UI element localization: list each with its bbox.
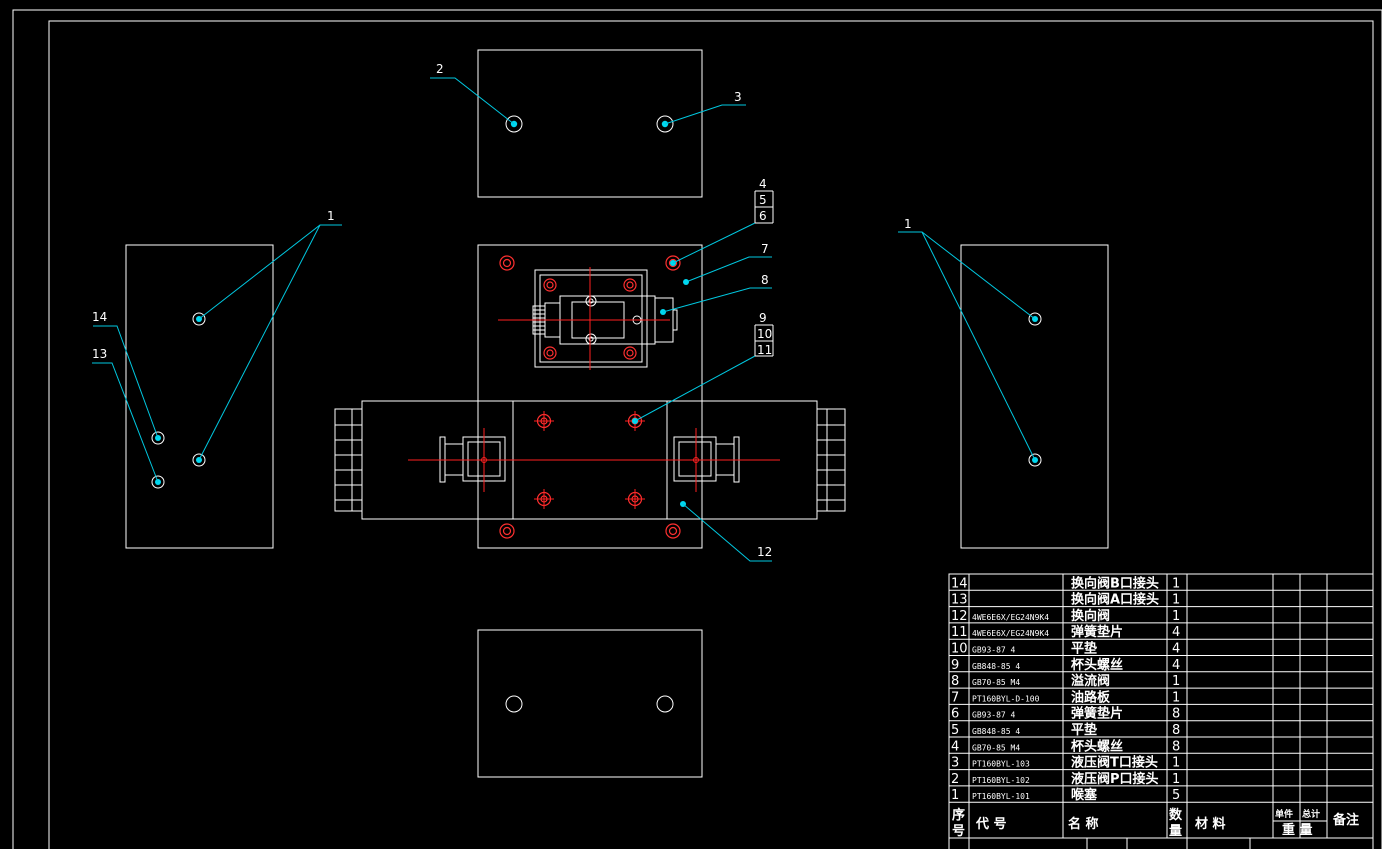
header-unit-mass: 单件 bbox=[1275, 808, 1293, 820]
bom-item-no: 14 bbox=[951, 576, 968, 591]
balloon-12: 12 bbox=[757, 545, 772, 559]
bom-item-code: PT160BYL-102 bbox=[972, 776, 1030, 785]
bom-item-no: 6 bbox=[951, 707, 959, 722]
balloon-5: 5 bbox=[759, 193, 767, 207]
header-material: 材 料 bbox=[1195, 816, 1226, 832]
bom-item-code: 4WE6E6X/EG24N9K4 bbox=[972, 629, 1049, 638]
bom-item-name: 杯头螺丝 bbox=[1071, 738, 1123, 754]
header-qty-top: 数 bbox=[1169, 807, 1183, 823]
balloon-4: 4 bbox=[759, 177, 767, 191]
inner-frame bbox=[48, 20, 1374, 849]
bom-item-qty: 8 bbox=[1172, 739, 1180, 754]
bom-item-code: GB848-85 4 bbox=[972, 727, 1020, 736]
bom-item-qty: 1 bbox=[1172, 756, 1180, 771]
header-remark: 备注 bbox=[1332, 812, 1359, 828]
bom-item-qty: 4 bbox=[1172, 658, 1180, 673]
bom-item-no: 11 bbox=[951, 625, 968, 640]
header-mass: 重 量 bbox=[1282, 822, 1313, 838]
bom-item-code: GB70-85 M4 bbox=[972, 678, 1020, 687]
bom-item-no: 3 bbox=[951, 756, 959, 771]
bom-item-code: PT160BYL-D-100 bbox=[972, 694, 1040, 703]
bom-item-no: 1 bbox=[951, 788, 959, 803]
bom-item-qty: 1 bbox=[1172, 690, 1180, 705]
header-no-top: 序 bbox=[952, 807, 965, 823]
bom-item-no: 5 bbox=[951, 723, 959, 738]
bom-item-no: 2 bbox=[951, 772, 959, 787]
balloon-stack-9-11 bbox=[754, 324, 774, 357]
relief-valve bbox=[498, 267, 678, 370]
bom-item-no: 13 bbox=[951, 593, 968, 608]
balloon-3: 3 bbox=[734, 90, 742, 104]
bom-item-name: 液压阀T口接头 bbox=[1071, 755, 1158, 771]
bom-item-qty: 4 bbox=[1172, 625, 1180, 640]
bom-item-qty: 1 bbox=[1172, 772, 1180, 787]
bom-item-no: 9 bbox=[951, 658, 959, 673]
bom-item-code: GB93-87 4 bbox=[972, 646, 1016, 655]
balloon-14: 14 bbox=[92, 310, 107, 324]
bom-item-name: 换向阀A口接头 bbox=[1071, 592, 1159, 608]
bom-item-code: PT160BYL-103 bbox=[972, 760, 1030, 769]
bom-item-name: 换向阀B口接头 bbox=[1071, 575, 1159, 591]
bottom-port-plate bbox=[477, 629, 703, 778]
bom-item-qty: 1 bbox=[1172, 576, 1180, 591]
balloon-9: 9 bbox=[759, 311, 767, 325]
bom-item-no: 7 bbox=[951, 690, 959, 705]
bom-item-name: 平垫 bbox=[1071, 641, 1097, 657]
balloon-11: 11 bbox=[757, 343, 772, 357]
bom-item-name: 喉塞 bbox=[1071, 787, 1098, 803]
bom-item-no: 10 bbox=[951, 642, 968, 657]
manifold-block bbox=[477, 244, 703, 549]
bom-item-code: PT160BYL-101 bbox=[972, 792, 1030, 801]
balloon-7: 7 bbox=[761, 242, 769, 256]
bom-item-no: 4 bbox=[951, 739, 959, 754]
balloon-10: 10 bbox=[757, 327, 772, 341]
bom-item-qty: 1 bbox=[1172, 674, 1180, 689]
header-no-bottom: 号 bbox=[952, 824, 965, 839]
bom-item-name: 液压阀P口接头 bbox=[1071, 771, 1159, 787]
bom-item-code: GB848-85 4 bbox=[972, 662, 1020, 671]
bom-item-qty: 4 bbox=[1172, 642, 1180, 657]
balloon-6: 6 bbox=[759, 209, 767, 223]
bom-item-name: 平垫 bbox=[1071, 722, 1097, 738]
bom-item-qty: 1 bbox=[1172, 609, 1180, 624]
header-name: 名 称 bbox=[1068, 816, 1099, 832]
bom-item-name: 换向阀 bbox=[1071, 608, 1110, 624]
header-qty-bottom: 量 bbox=[1169, 824, 1182, 839]
bom-item-no: 12 bbox=[951, 609, 968, 624]
bom-item-name: 弹簧垫片 bbox=[1071, 624, 1123, 640]
balloon-1-right: 1 bbox=[904, 217, 912, 231]
left-side-plate bbox=[125, 244, 274, 549]
top-port-plate bbox=[477, 49, 703, 198]
balloon-stack-4-6 bbox=[754, 190, 774, 224]
directional-valve bbox=[334, 400, 846, 520]
bom-item-name: 杯头螺丝 bbox=[1071, 657, 1123, 673]
right-side-plate bbox=[960, 244, 1109, 549]
bom-item-name: 弹簧垫片 bbox=[1071, 706, 1123, 722]
bom-item-qty: 8 bbox=[1172, 707, 1180, 722]
bom-item-name: 溢流阀 bbox=[1071, 673, 1110, 689]
bom-item-name: 油路板 bbox=[1071, 689, 1111, 705]
balloon-8: 8 bbox=[761, 273, 769, 287]
outer-border bbox=[12, 9, 1382, 849]
balloon-13: 13 bbox=[92, 347, 107, 361]
header-code: 代 号 bbox=[975, 816, 1007, 832]
bom-item-no: 8 bbox=[951, 674, 959, 689]
bom-item-code: GB70-85 M4 bbox=[972, 743, 1020, 752]
bom-item-code: 4WE6E6X/EG24N9K4 bbox=[972, 613, 1049, 622]
balloon-labels: 2 3 1 1 14 13 4 5 6 7 8 9 10 11 12 bbox=[92, 62, 912, 559]
balloon-2: 2 bbox=[436, 62, 444, 76]
bom-item-qty: 1 bbox=[1172, 593, 1180, 608]
leader-lines bbox=[92, 77, 1036, 562]
balloon-1-left: 1 bbox=[327, 209, 335, 223]
bom-item-qty: 5 bbox=[1172, 788, 1180, 803]
bom-item-qty: 8 bbox=[1172, 723, 1180, 738]
header-total-mass: 总计 bbox=[1302, 808, 1320, 820]
bom-item-code: GB93-87 4 bbox=[972, 711, 1016, 720]
